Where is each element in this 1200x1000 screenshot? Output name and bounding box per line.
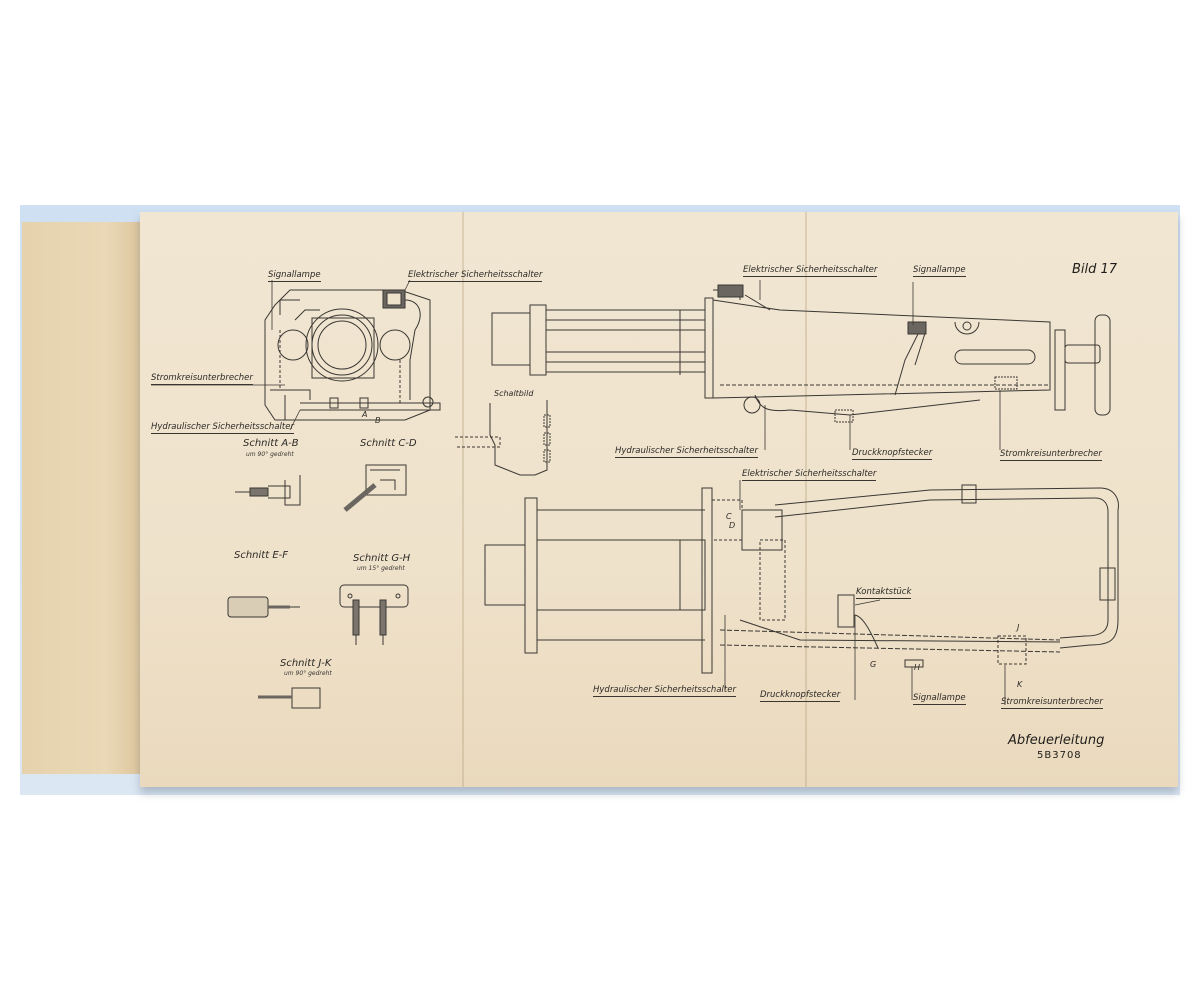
fold-line bbox=[805, 212, 807, 787]
front-view-drawing bbox=[264, 289, 441, 421]
label-elektrischer-top: Elektrischer Sicherheitsschalter bbox=[742, 469, 877, 481]
marker-k: K bbox=[1017, 680, 1023, 689]
label-signallampe-side: Signallampe bbox=[913, 265, 966, 277]
section-c-d-title: Schnitt C-D bbox=[360, 438, 417, 449]
marker-g: G bbox=[870, 660, 877, 669]
side-view-drawing bbox=[491, 284, 1111, 423]
leader-lines bbox=[151, 279, 1006, 705]
marker-d: D bbox=[729, 521, 736, 530]
section-c-d-drawing bbox=[343, 464, 407, 512]
section-a-b-note: um 90° gedreht bbox=[246, 451, 294, 458]
marker-c: C bbox=[726, 512, 732, 521]
label-stromkreis-side: Stromkreisunterbrecher bbox=[1000, 449, 1102, 461]
booklet-cover-page bbox=[22, 222, 143, 774]
label-kontaktstueck-top: Kontaktstück bbox=[856, 587, 912, 599]
label-elektrischer-side: Elektrischer Sicherheitsschalter bbox=[743, 265, 878, 277]
marker-h: H bbox=[914, 663, 921, 672]
drawing-number: 5B3708 bbox=[1037, 750, 1082, 761]
top-view-drawing bbox=[484, 484, 1119, 674]
label-hydraulischer-top: Hydraulischer Sicherheitsschalter bbox=[593, 685, 736, 697]
section-g-h-note: um 15° gedreht bbox=[357, 565, 405, 572]
schaltbild-diagram bbox=[455, 400, 551, 476]
marker-a: A bbox=[362, 410, 368, 419]
label-hydraulischer-front: Hydraulischer Sicherheitsschalter bbox=[151, 422, 294, 434]
section-e-f-drawing bbox=[227, 596, 300, 618]
label-stromkreis-front: Stromkreisunterbrecher bbox=[151, 373, 253, 385]
label-signallampe-front: Signallampe bbox=[268, 270, 321, 282]
drawing-title: Abfeuerleitung bbox=[1008, 733, 1105, 748]
section-a-b-title: Schnitt A-B bbox=[243, 438, 299, 449]
section-j-k-title: Schnitt J-K bbox=[280, 658, 332, 669]
section-g-h-drawing bbox=[339, 584, 409, 645]
label-druckknopf-side: Druckknopfstecker bbox=[852, 448, 933, 460]
section-j-k-note: um 90° gedreht bbox=[284, 670, 332, 677]
label-stromkreis-top: Stromkreisunterbrecher bbox=[1001, 697, 1103, 709]
label-elektrischer-front: Elektrischer Sicherheitsschalter bbox=[408, 270, 543, 282]
label-hydraulischer-side: Hydraulischer Sicherheitsschalter bbox=[615, 446, 758, 458]
schaltbild-title: Schaltbild bbox=[494, 389, 534, 398]
section-a-b-drawing bbox=[235, 475, 301, 506]
fold-line bbox=[462, 212, 464, 787]
label-signallampe-top: Signallampe bbox=[913, 693, 966, 705]
figure-number: Bild 17 bbox=[1072, 262, 1118, 277]
label-druckknopf-top: Druckknopfstecker bbox=[760, 690, 841, 702]
section-g-h-title: Schnitt G-H bbox=[353, 553, 411, 564]
marker-j: J bbox=[1017, 623, 1020, 632]
section-e-f-title: Schnitt E-F bbox=[234, 550, 288, 561]
marker-b: B bbox=[375, 416, 381, 425]
section-j-k-drawing bbox=[258, 687, 321, 709]
